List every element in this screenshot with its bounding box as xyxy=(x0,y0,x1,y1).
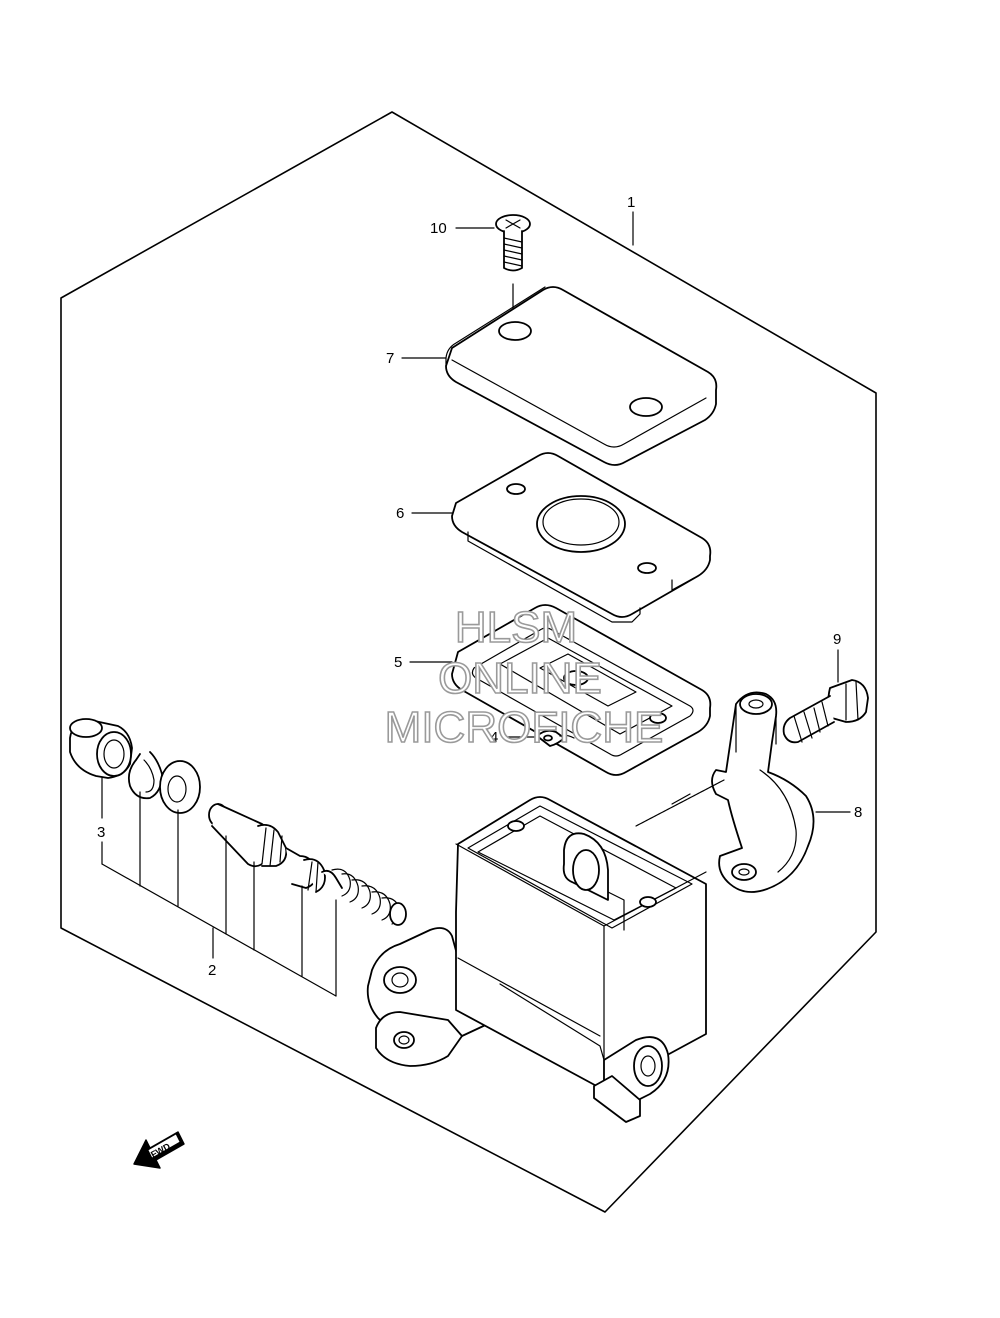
callout-3: 3 xyxy=(97,824,105,841)
part-2-washer[interactable] xyxy=(159,760,201,814)
callout-2: 2 xyxy=(208,962,216,979)
callout-1: 1 xyxy=(627,194,635,211)
part-2-circlip[interactable] xyxy=(127,751,163,800)
part-9-bolt[interactable] xyxy=(782,679,869,744)
callout-8: 8 xyxy=(854,804,862,821)
part-5-gasket[interactable] xyxy=(451,604,712,776)
callout-4: 4 xyxy=(490,729,498,746)
callout-10: 10 xyxy=(430,220,447,237)
watermark-line-1: HLSM xyxy=(455,603,577,652)
part-2-piston[interactable] xyxy=(208,803,407,926)
assembly-boundary xyxy=(60,111,877,1213)
watermark: HLSM ONLINE MICROFICHE xyxy=(384,602,664,753)
callout-5: 5 xyxy=(394,654,402,671)
callout-leaders xyxy=(401,227,851,813)
master-cylinder-body[interactable] xyxy=(366,796,707,1123)
part-4-clip[interactable] xyxy=(536,729,575,747)
part-2-3-leader xyxy=(101,777,337,997)
callout-6: 6 xyxy=(396,505,404,522)
watermark-line-3: MICROFICHE xyxy=(385,703,664,752)
part-10-screw[interactable] xyxy=(495,214,531,272)
part-6-diaphragm-plate[interactable] xyxy=(451,452,712,623)
watermark-line-2: ONLINE xyxy=(438,654,602,703)
callout-9: 9 xyxy=(833,631,841,648)
part-3-boot[interactable] xyxy=(69,718,133,779)
fwd-arrow-icon: FWD xyxy=(133,1131,185,1169)
part-7-reservoir-cap[interactable] xyxy=(445,286,718,466)
callout-7: 7 xyxy=(386,350,394,367)
part-8-holder[interactable] xyxy=(711,691,815,893)
